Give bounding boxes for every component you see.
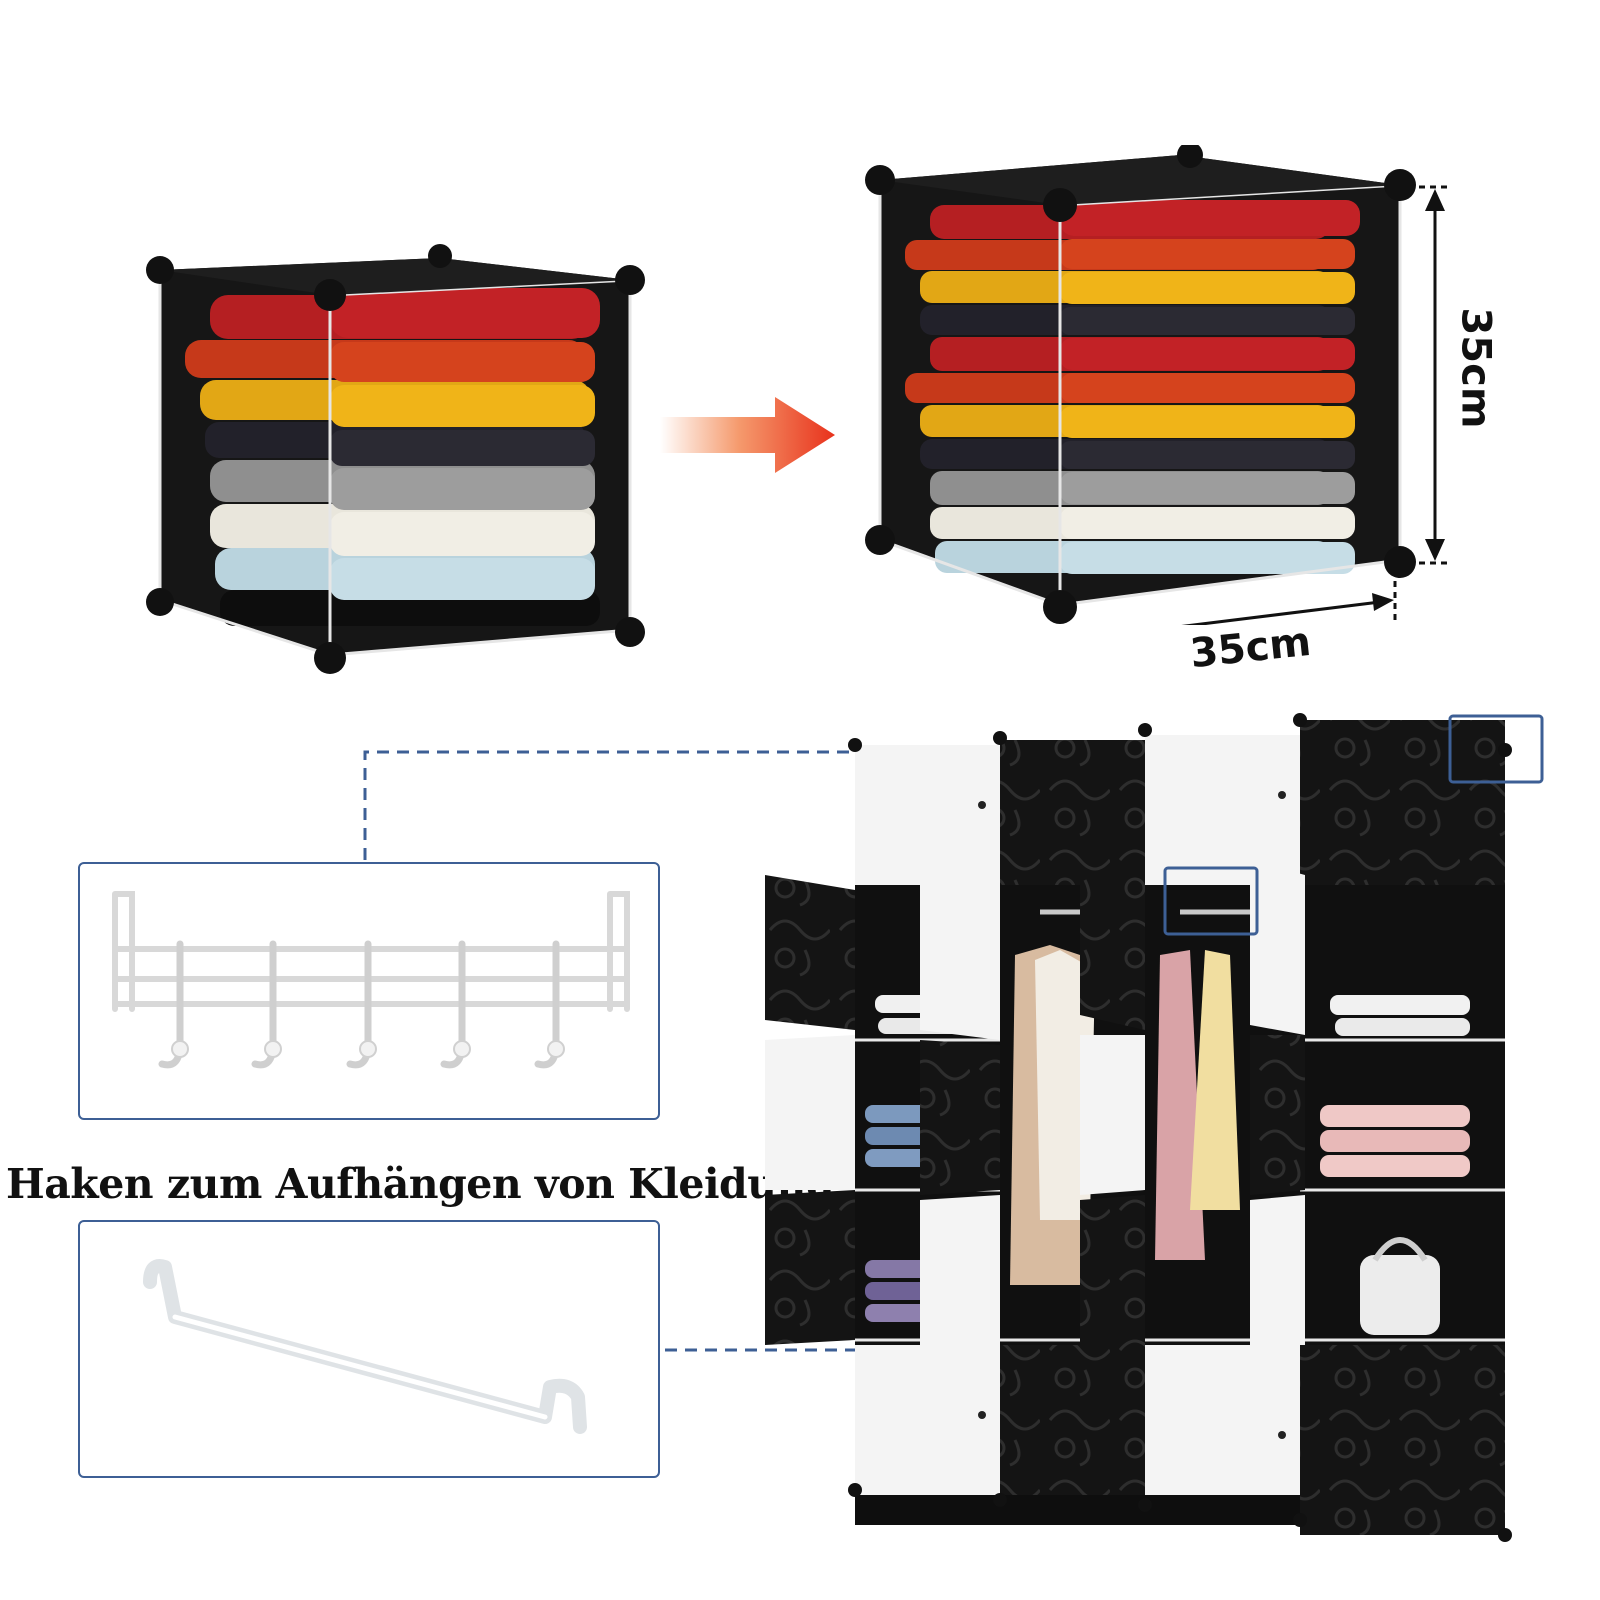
hooks-caption: Haken zum Aufhängen von Kleidung (6, 1160, 834, 1208)
arrow-right-icon (660, 397, 835, 473)
hanging-rod (143, 1259, 587, 1434)
hook-rack-panel (78, 862, 660, 1120)
small-cube-with-clothes (146, 244, 645, 674)
hanging-rod-panel (78, 1220, 660, 1478)
large-cube-with-clothes (865, 145, 1450, 625)
cube-wardrobe (765, 713, 1544, 1542)
over-door-hook-rack (112, 891, 630, 1069)
